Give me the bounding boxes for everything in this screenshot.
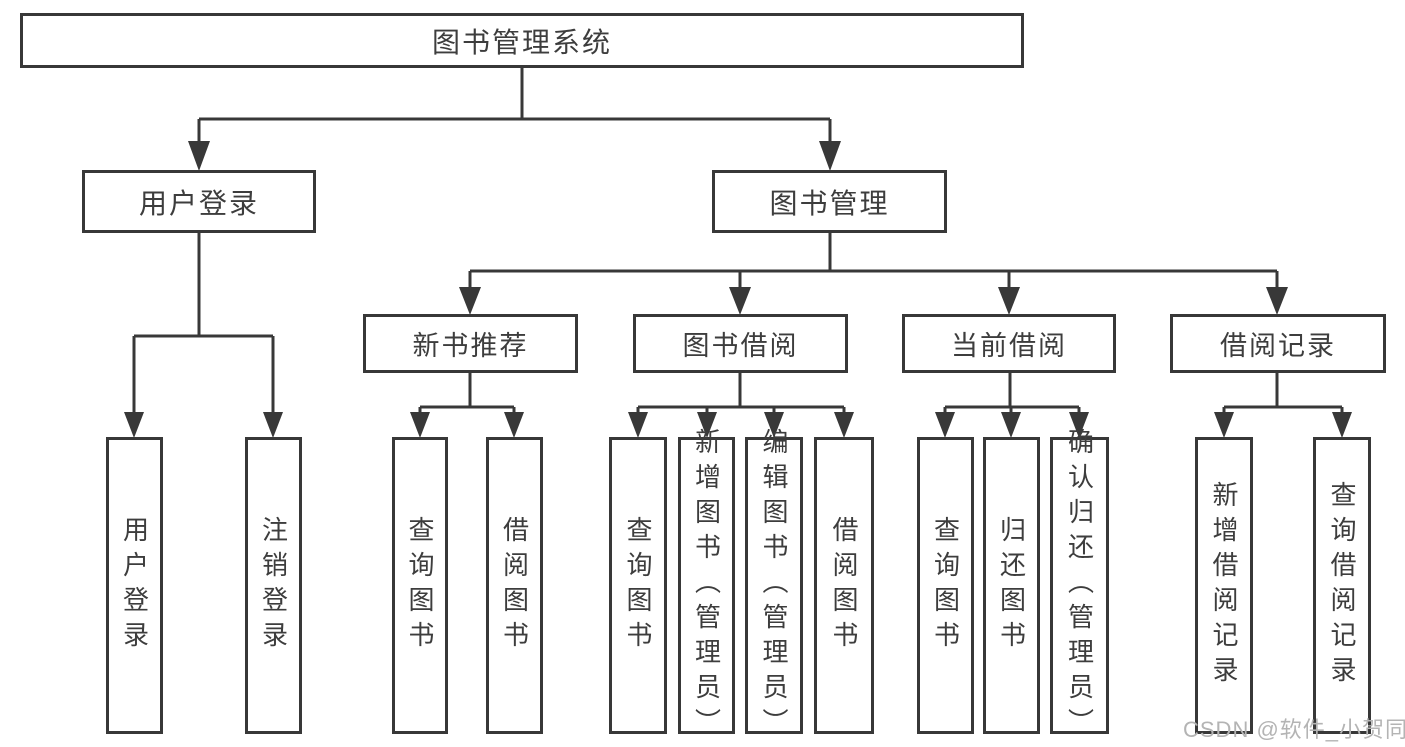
leaf-query-borrow-record: 查询借阅记录 xyxy=(1313,437,1371,734)
leaf-logout-label: 注销登录 xyxy=(258,515,289,656)
leaf-return-books: 归还图书 xyxy=(983,437,1040,734)
leaf-query-books-current-label: 查询图书 xyxy=(930,515,961,656)
leaf-return-books-label: 归还图书 xyxy=(996,515,1027,656)
csdn-watermark: CSDN @软件_小贺同学 xyxy=(1183,717,1405,742)
leaf-user-login-label: 用户登录 xyxy=(119,515,150,656)
leaf-borrow-books-borrowing-label: 借阅图书 xyxy=(829,515,859,656)
leaf-query-books-recommend: 查询图书 xyxy=(392,437,448,734)
leaf-logout: 注销登录 xyxy=(245,437,302,734)
node-book-management: 图书管理 xyxy=(712,170,947,233)
leaf-borrow-books-recommend: 借阅图书 xyxy=(486,437,543,734)
node-library-management-system: 图书管理系统 xyxy=(20,13,1024,68)
leaf-confirm-return-admin-label: 确认归还（管理员） xyxy=(1064,428,1095,743)
leaf-user-login: 用户登录 xyxy=(106,437,163,734)
leaf-borrow-books-borrowing: 借阅图书 xyxy=(814,437,874,734)
node-current-borrowing: 当前借阅 xyxy=(902,314,1116,373)
leaf-add-borrow-record: 新增借阅记录 xyxy=(1195,437,1253,734)
leaf-add-books-admin-label: 新增图书（管理员） xyxy=(691,428,722,743)
node-new-book-recommend: 新书推荐 xyxy=(363,314,578,373)
leaf-add-borrow-record-label: 新增借阅记录 xyxy=(1209,480,1239,691)
leaf-edit-books-admin: 编辑图书（管理员） xyxy=(745,428,803,743)
node-user-login: 用户登录 xyxy=(82,170,316,233)
leaf-confirm-return-admin: 确认归还（管理员） xyxy=(1050,428,1109,743)
leaf-borrow-books-recommend-label: 借阅图书 xyxy=(499,515,530,656)
node-borrowing-records: 借阅记录 xyxy=(1170,314,1386,373)
leaf-add-books-admin: 新增图书（管理员） xyxy=(678,428,735,743)
leaf-query-borrow-record-label: 查询借阅记录 xyxy=(1327,480,1357,691)
leaf-query-books-recommend-label: 查询图书 xyxy=(405,515,435,656)
leaf-query-books-current: 查询图书 xyxy=(917,437,974,734)
leaf-query-books-borrowing-label: 查询图书 xyxy=(623,515,653,656)
node-book-borrowing: 图书借阅 xyxy=(633,314,848,373)
leaf-edit-books-admin-label: 编辑图书（管理员） xyxy=(759,428,789,743)
leaf-query-books-borrowing: 查询图书 xyxy=(609,437,667,734)
